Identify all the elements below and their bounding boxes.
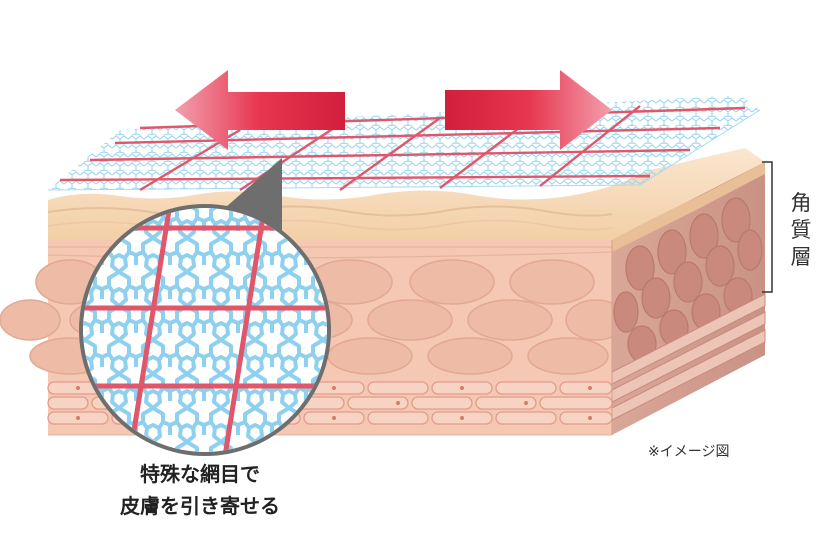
- mesh-sheet: [47, 95, 761, 192]
- side-cells: [613, 197, 763, 363]
- arrow-right-icon: [445, 70, 612, 150]
- label-char: 角: [790, 191, 812, 215]
- zoom-callout: [79, 158, 331, 456]
- caption: 特殊な網目で 皮膚を引き寄せる: [80, 458, 320, 522]
- caption-line: 特殊な網目で: [140, 462, 260, 486]
- label-char: 層: [790, 245, 812, 269]
- image-note: ※イメージ図: [648, 444, 730, 460]
- layer-bracket: [762, 161, 773, 293]
- stratum-corneum-label: 角 質 層: [786, 190, 816, 271]
- arrow-left-icon: [175, 70, 345, 150]
- caption-line: 皮膚を引き寄せる: [120, 494, 280, 518]
- label-char: 質: [790, 218, 812, 242]
